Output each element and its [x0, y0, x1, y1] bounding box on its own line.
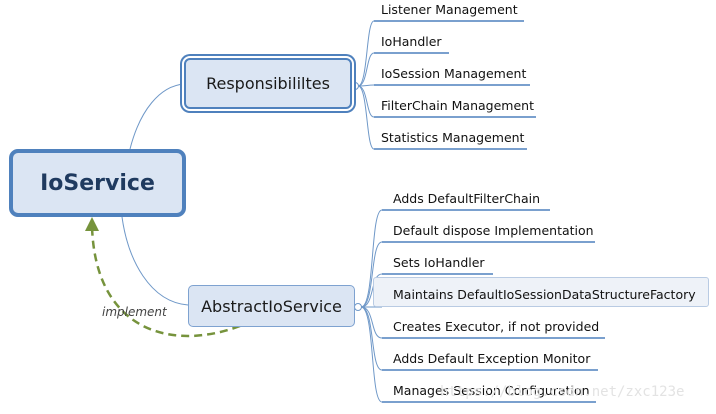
responsibilities-label: Responsibililtes: [206, 74, 330, 93]
leaf-iosession-management[interactable]: IoSession Management: [381, 66, 527, 81]
responsibilities-underlines: [374, 20, 536, 150]
connector-root-responsibilities: [129, 83, 185, 150]
collapse-handle-responsibilities: [351, 82, 359, 90]
leaf-statistics-management[interactable]: Statistics Management: [381, 130, 525, 145]
watermark: https://blog.csdn.net/zxc123e: [440, 384, 685, 400]
leaf-session-configuration[interactable]: Manages Session Configuration: [393, 383, 590, 398]
abstract-fan: [354, 209, 383, 403]
leaf-listener-management[interactable]: Listener Management: [381, 2, 518, 17]
leaf-exception-monitor[interactable]: Adds Default Exception Monitor: [393, 351, 591, 366]
abstract-label: AbstractIoService: [201, 296, 342, 316]
leaf-filterchain-management[interactable]: FilterChain Management: [381, 98, 534, 113]
implement-label: implement: [102, 305, 167, 319]
abstract-underlines: [382, 209, 605, 403]
leaf-adds-defaultfilterchain[interactable]: Adds DefaultFilterChain: [393, 191, 541, 206]
collapse-handle-abstract: [354, 303, 362, 311]
connector-root-abstract: [121, 216, 189, 306]
highlighted-leaf-frame: [373, 277, 709, 307]
leaf-sets-iohandler[interactable]: Sets IoHandler: [393, 255, 485, 270]
abstract-io-service-node[interactable]: AbstractIoService: [188, 285, 355, 327]
responsibilities-node[interactable]: Responsibililtes: [184, 58, 352, 109]
leaf-maintains-factory[interactable]: Maintains DefaultIoSessionDataStructureF…: [393, 287, 696, 302]
implement-arrowhead: [85, 217, 99, 231]
leaf-iohandler[interactable]: IoHandler: [381, 34, 442, 49]
responsibilities-fan: [351, 20, 375, 150]
leaf-default-dispose[interactable]: Default dispose Implementation: [393, 223, 594, 238]
implement-arrow: [90, 225, 241, 338]
root-node[interactable]: IoService: [9, 149, 186, 217]
leaf-creates-executor[interactable]: Creates Executor, if not provided: [393, 319, 600, 334]
root-label: IoService: [40, 170, 155, 196]
